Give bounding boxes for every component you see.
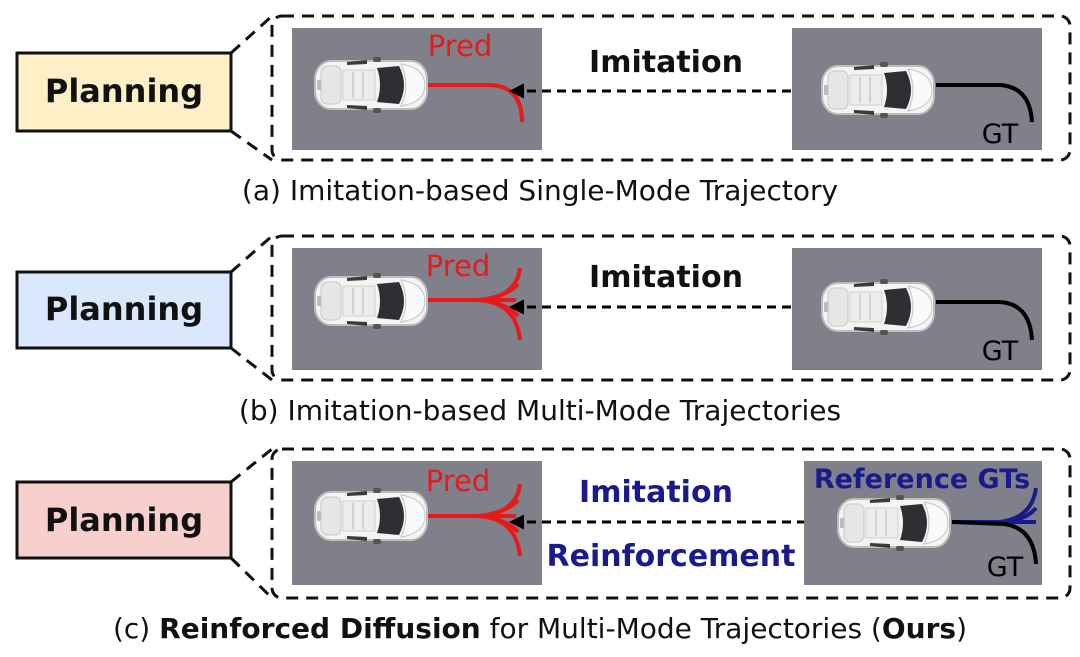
- gt-trajectory-b: [936, 300, 1034, 341]
- car-icon: [821, 61, 935, 119]
- caption-c-bold-method: Reinforced Diffusion: [159, 612, 481, 645]
- car-icon: [821, 278, 935, 336]
- gt-label-c: GT: [987, 552, 1024, 583]
- caption-c-suffix: ): [956, 612, 968, 645]
- panel-c: Planning Pred Imitation Reinforcement Re…: [15, 447, 1072, 600]
- planning-label-a: Planning: [45, 72, 203, 110]
- planning-box-b: [15, 270, 233, 350]
- zoom-line-top-a: [229, 14, 274, 55]
- gt-trajectory-a: [936, 83, 1034, 123]
- gt-label-b: GT: [982, 336, 1019, 367]
- pred-trajectories-multi-c: [428, 483, 522, 557]
- pred-label-b: Pred: [426, 249, 491, 283]
- caption-c-middle: for Multi-Mode Trajectories (: [480, 612, 882, 645]
- planning-box-c: [15, 480, 233, 560]
- car-icon: [314, 487, 428, 545]
- caption-c: (c) Reinforced Diffusion for Multi-Mode …: [0, 612, 1080, 645]
- zoom-line-top-b: [230, 234, 273, 274]
- relation-label-b: Imitation: [589, 260, 743, 295]
- zoom-line-bottom-c: [229, 556, 274, 600]
- relation-label-a: Imitation: [589, 45, 743, 80]
- pred-label-a: Pred: [428, 29, 493, 63]
- zoom-line-bottom-a: [230, 129, 273, 162]
- pred-label-c: Pred: [426, 464, 491, 498]
- gt-trajectory-c: [951, 520, 1038, 565]
- caption-c-bold-ours: Ours: [881, 612, 957, 645]
- planning-label-b: Planning: [45, 290, 203, 328]
- gt-label-a: GT: [982, 119, 1019, 150]
- panel-a: Planning Pred Imitation GT: [15, 14, 1072, 162]
- car-icon: [314, 272, 428, 330]
- car-icon: [837, 494, 951, 552]
- caption-a: (a) Imitation-based Single-Mode Trajecto…: [241, 174, 839, 207]
- zoom-line-bottom-b: [230, 346, 273, 382]
- dashed-frame-b: [270, 234, 1072, 382]
- reference-label-c: Reference GTs: [814, 464, 1030, 495]
- zoom-line-top-c: [230, 447, 273, 484]
- relation-label-2-c: Reinforcement: [547, 539, 796, 574]
- planning-label-c: Planning: [45, 501, 203, 539]
- car-icon: [314, 56, 428, 114]
- panel-b: Planning Pred Imitation GT: [15, 234, 1072, 382]
- caption-b: (b) Imitation-based Multi-Mode Trajector…: [238, 394, 842, 427]
- planning-box-a: [15, 51, 233, 133]
- dashed-frame-a: [270, 14, 1072, 162]
- dashed-frame-c: [270, 447, 1072, 600]
- caption-c-prefix: (c): [112, 612, 160, 645]
- relation-label-c: Imitation: [579, 475, 733, 510]
